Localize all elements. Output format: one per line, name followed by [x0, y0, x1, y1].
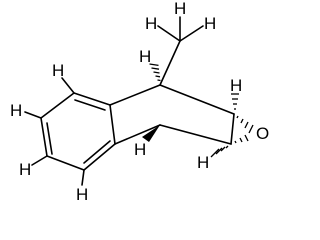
methyl-h-center-label: H — [174, 0, 186, 18]
bottom-bridgehead-wedge-bond — [142, 125, 160, 142]
epoxide-top-hashed-bond — [231, 93, 239, 110]
methyl-h-right-label: H — [204, 14, 216, 33]
double-bond-inner-3 — [83, 140, 111, 164]
benzene-ring — [40, 84, 161, 171]
double-bond-inner-1 — [74, 99, 106, 111]
aromatic-h-1-label: H — [52, 61, 64, 80]
double-bond-inner-2 — [46, 122, 53, 155]
ring-bond-3 — [40, 92, 75, 119]
bridgehead-bottom-h-label: H — [134, 140, 146, 159]
aromatic-h-2-label: H — [10, 101, 22, 120]
top-bridgehead-to-epoxide-bond — [159, 84, 235, 115]
methyl-group — [157, 16, 204, 42]
epoxide-top-h-label: H — [230, 76, 242, 95]
methyl-bridge-bond — [159, 40, 181, 86]
ring-fusion-bond — [114, 124, 161, 145]
oxygen-atom-label: O — [256, 124, 269, 143]
bottom-bridgehead-to-epoxide-bond — [159, 124, 232, 145]
epoxide-oxygen-hashed-bond-top — [236, 115, 254, 134]
epoxide-oxygen-hashed-bond-bottom — [234, 134, 249, 144]
ring-bond-4 — [40, 117, 48, 157]
arom-c-h-bond-1 — [61, 77, 75, 94]
bridgehead-top-h-label: H — [139, 47, 151, 66]
epoxide-bottom-hashed-bond — [210, 145, 229, 158]
arom-c-h-bond-3 — [31, 155, 48, 166]
ring-bond-2 — [73, 92, 111, 106]
methyl-h-left-label: H — [145, 14, 157, 33]
arom-c-h-bond-2 — [24, 111, 42, 119]
epoxide-c-c-bond — [230, 113, 235, 145]
top-bridgehead-hashed-bond — [149, 63, 161, 82]
ring-bond-6 — [83, 143, 116, 171]
epoxide-bottom-h-label: H — [197, 153, 209, 172]
methyl-c-h-right-bond — [179, 25, 204, 42]
ring-bond-1 — [109, 84, 161, 106]
molecule-structure-diagram: H H H H H H H H H H H O — [10, 0, 269, 204]
arom-c-h-bond-4 — [81, 169, 85, 186]
ring-bond-5 — [46, 155, 85, 171]
aromatic-h-3-label: H — [19, 160, 31, 179]
aromatic-h-4-label: H — [76, 185, 88, 204]
methyl-c-h-left-bond — [157, 25, 181, 42]
ring-bond-7 — [109, 104, 116, 145]
